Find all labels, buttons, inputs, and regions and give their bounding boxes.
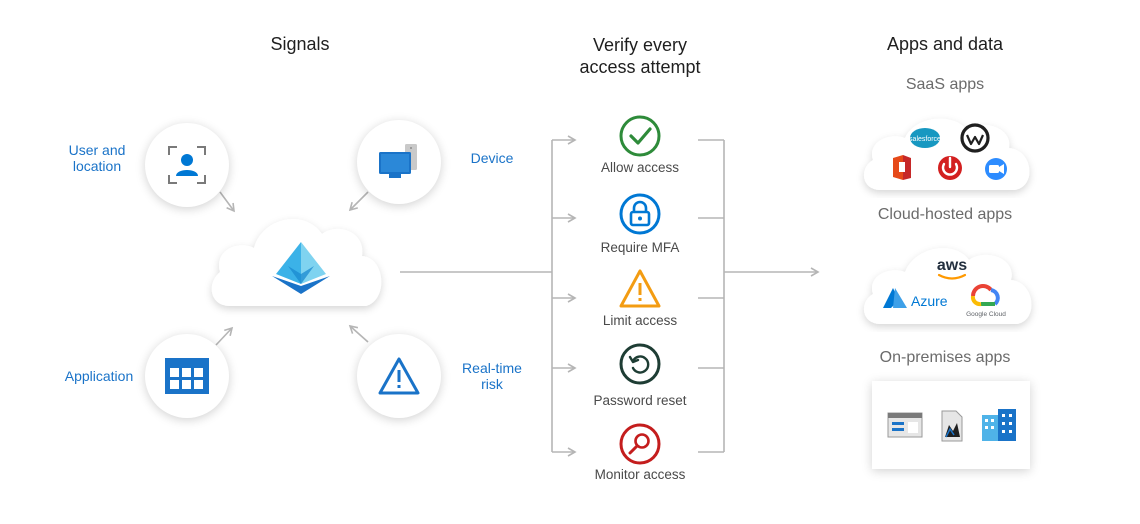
office-logo [893, 155, 911, 180]
entra-cloud [211, 219, 382, 306]
risk-circle [357, 334, 441, 418]
lock-icon [619, 193, 661, 235]
risk-line2: risk [481, 376, 503, 392]
user-location-line1: User and [68, 142, 126, 158]
signals-heading: Signals [270, 34, 330, 54]
device-label: Device [470, 150, 514, 166]
warning-icon [378, 357, 420, 395]
cloud-hosted-cloud: aws Azure Google Cloud [863, 248, 1032, 324]
salesforce-logo: salesforce [909, 128, 941, 148]
password-reset-label: Password reset [593, 393, 687, 408]
allow-access-label: Allow access [600, 160, 680, 175]
verify-heading-line2: access attempt [579, 57, 701, 77]
verify-heading-line1: Verify every [592, 35, 688, 55]
salesforce-text: salesforce [909, 136, 941, 143]
risk-line1: Real-time [462, 360, 522, 376]
monitor-access-label: Monitor access [594, 467, 686, 482]
reset-icon [619, 343, 661, 385]
application-circle [145, 334, 229, 418]
azure-logo: Azure [883, 288, 948, 309]
onprem-box [872, 381, 1030, 469]
limit-access-label: Limit access [602, 313, 678, 328]
user-location-circle [145, 123, 229, 207]
caution-icon [619, 269, 661, 308]
device-icon [379, 144, 417, 178]
cloud-hosted-title: Cloud-hosted apps [877, 206, 1013, 223]
power-logo [938, 156, 962, 180]
user-location-line2: location [72, 158, 122, 174]
aws-text: aws [937, 257, 967, 274]
user-location-label: User and location [52, 142, 142, 174]
window-app-icon [887, 412, 923, 438]
saas-cloud: salesforce [863, 118, 1030, 190]
verify-heading: Verify every access attempt [555, 34, 725, 78]
app-grid-icon [165, 358, 209, 394]
require-mfa-label: Require MFA [600, 240, 680, 255]
document-chart-icon [941, 410, 963, 442]
onprem-icons [887, 409, 1016, 442]
aws-logo: aws [937, 257, 967, 280]
monitor-icon [619, 423, 661, 465]
risk-label: Real-time risk [452, 360, 532, 392]
user-scan-icon [168, 146, 206, 184]
google-cloud-logo: Google Cloud [966, 284, 1006, 318]
application-label: Application [64, 368, 134, 384]
zoom-logo [985, 158, 1007, 180]
azure-text: Azure [911, 293, 948, 309]
apps-heading: Apps and data [886, 34, 1004, 54]
azure-ad-icon [272, 242, 330, 294]
onprem-title: On-premises apps [879, 349, 1011, 366]
google-cloud-text: Google Cloud [966, 311, 1006, 318]
device-circle [357, 120, 441, 204]
building-icon [982, 409, 1016, 441]
saas-apps-title: SaaS apps [905, 76, 985, 93]
check-icon [619, 115, 661, 157]
workplace-logo [960, 123, 990, 153]
